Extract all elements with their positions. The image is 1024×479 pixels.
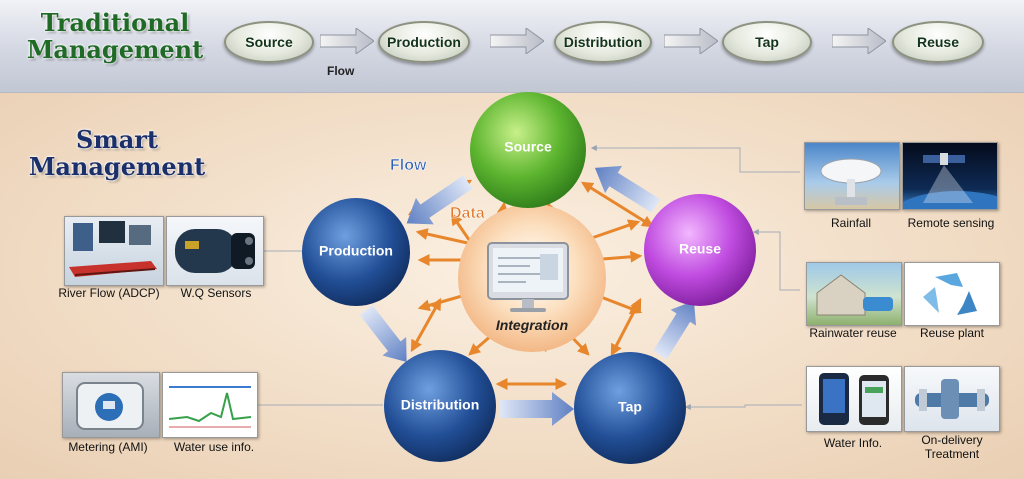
wq-sensor-photo bbox=[166, 216, 264, 286]
rainwater-reuse-caption: Rainwater reuse bbox=[809, 326, 897, 340]
node-tap-label: Tap bbox=[618, 399, 642, 415]
rainfall-photo bbox=[804, 142, 900, 210]
traditional-title-line2: Management bbox=[26, 35, 204, 64]
wq-sensors-caption: W.Q Sensors bbox=[180, 286, 252, 300]
node-production-label: Production bbox=[319, 243, 393, 259]
flow-arrow-production-distribution bbox=[359, 305, 407, 363]
metering-photo bbox=[62, 372, 160, 438]
sensor-connectors bbox=[258, 145, 802, 410]
traditional-step-production: Production bbox=[378, 21, 470, 63]
water-info-photo bbox=[806, 366, 902, 432]
remote-sensing-caption: Remote sensing bbox=[907, 216, 995, 230]
data-arrow-source-reuse bbox=[580, 181, 655, 228]
treatment-unit-icon bbox=[915, 379, 989, 419]
connector-rainfall bbox=[590, 145, 800, 173]
traditional-step-reuse: Reuse bbox=[892, 21, 984, 63]
node-source bbox=[470, 92, 586, 208]
remote-sensing-photo bbox=[902, 142, 998, 210]
river-flow-photo bbox=[64, 216, 164, 286]
sensor-icon bbox=[175, 229, 255, 273]
phone-icon bbox=[819, 373, 889, 425]
satellite-icon bbox=[903, 153, 997, 209]
flow-arrow-tap-reuse bbox=[653, 300, 697, 360]
flow-arrow-reuse-source bbox=[594, 165, 661, 213]
monitor-icon bbox=[487, 242, 569, 312]
flow-arrow-source-production bbox=[406, 175, 473, 225]
data-arrow-production-distribution bbox=[410, 297, 442, 353]
smart-data-label: Data bbox=[450, 205, 485, 222]
node-distribution bbox=[384, 350, 496, 462]
smart-title-line2: Management bbox=[28, 152, 206, 181]
rainwater-reuse-photo bbox=[806, 262, 902, 326]
node-distribution-label: Distribution bbox=[401, 397, 480, 413]
node-production bbox=[302, 198, 410, 306]
water-info-caption: Water Info. bbox=[823, 436, 883, 450]
meter-icon bbox=[76, 382, 144, 430]
connector-water-info bbox=[684, 404, 802, 410]
node-reuse-label: Reuse bbox=[679, 241, 721, 257]
smart-flow-label: Flow bbox=[390, 157, 427, 174]
on-delivery-caption: On-delivery Treatment bbox=[904, 433, 1000, 461]
traditional-step-source: Source bbox=[224, 21, 314, 63]
data-arrow-center-reuse-2 bbox=[585, 219, 641, 242]
adcp-device-icon bbox=[69, 221, 157, 277]
traditional-title: Traditional Management bbox=[20, 9, 210, 63]
smart-title: Smart Management bbox=[22, 126, 212, 180]
traditional-step-tap: Tap bbox=[722, 21, 812, 63]
line-graph-icon bbox=[168, 386, 252, 428]
on-delivery-caption-line2: Treatment bbox=[924, 447, 980, 461]
river-flow-caption: River Flow (ADCP) bbox=[58, 286, 160, 300]
traditional-flow-label: Flow bbox=[327, 64, 355, 78]
node-tap bbox=[574, 352, 686, 464]
traditional-arrow-4 bbox=[832, 28, 886, 54]
traditional-arrow-2 bbox=[490, 28, 544, 54]
metering-caption: Metering (AMI) bbox=[68, 440, 148, 454]
reuse-plant-photo bbox=[904, 262, 1000, 326]
integration-label: Integration bbox=[496, 317, 568, 333]
connector-rainwater bbox=[752, 229, 800, 291]
node-reuse bbox=[644, 194, 756, 306]
water-use-caption: Water use info. bbox=[173, 440, 255, 454]
flow-arrows bbox=[359, 165, 697, 426]
reuse-plant-caption: Reuse plant bbox=[919, 326, 985, 340]
traditional-arrow-1 bbox=[320, 28, 374, 54]
recycle-icon bbox=[923, 273, 977, 315]
traditional-arrow-3 bbox=[664, 28, 718, 54]
on-delivery-caption-line1: On-delivery bbox=[921, 433, 983, 447]
water-use-chart-photo bbox=[162, 372, 258, 438]
radar-dish-icon bbox=[820, 158, 882, 205]
smart-title-line1: Smart bbox=[75, 125, 158, 154]
traditional-step-distribution: Distribution bbox=[554, 21, 652, 63]
on-delivery-photo bbox=[904, 366, 1000, 432]
rainfall-caption: Rainfall bbox=[830, 216, 872, 230]
house-icon bbox=[816, 274, 893, 316]
node-source-label: Source bbox=[504, 139, 552, 155]
traditional-title-line1: Traditional bbox=[40, 8, 190, 37]
flow-arrow-distribution-tap bbox=[500, 392, 574, 426]
